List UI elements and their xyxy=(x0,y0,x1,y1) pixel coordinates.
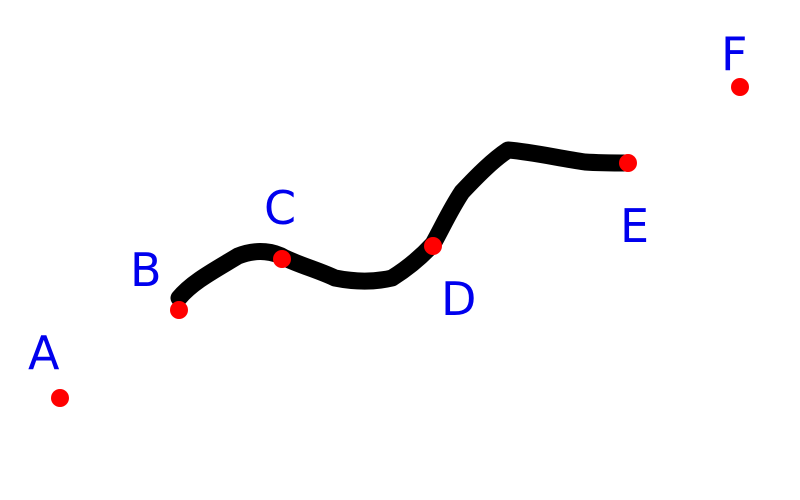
point-f-marker xyxy=(731,78,749,96)
point-a-marker xyxy=(51,389,69,407)
point-a-label: A xyxy=(28,326,60,380)
point-e-marker xyxy=(619,154,637,172)
point-c-label: C xyxy=(264,181,296,235)
point-b-marker xyxy=(170,301,188,319)
point-d-marker xyxy=(424,237,442,255)
point-e-label: E xyxy=(620,199,649,253)
point-d-label: D xyxy=(441,272,476,326)
point-b-label: B xyxy=(130,243,162,297)
point-f-label: F xyxy=(721,27,747,81)
point-c-marker xyxy=(273,250,291,268)
curve-stroke xyxy=(170,141,637,307)
